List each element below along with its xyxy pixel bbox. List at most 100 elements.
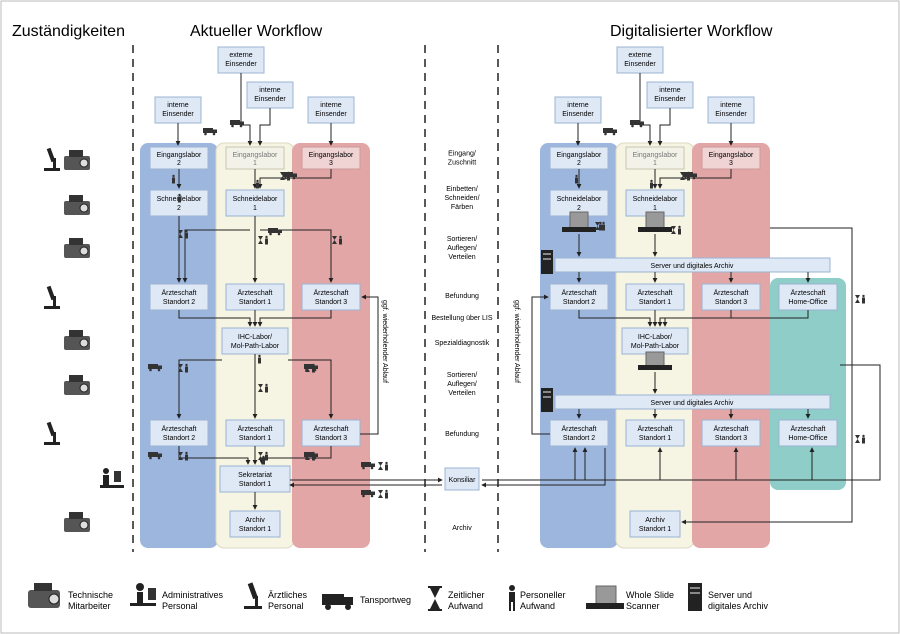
box-left-eingangslabor3: Eingangslabor 3 <box>301 146 361 170</box>
box-right-arzt-s3-b: Ärzteschaft Standort 3 <box>701 419 761 447</box>
person-icon <box>862 294 865 304</box>
svg-text:Home-Office: Home-Office <box>788 299 827 306</box>
svg-text:Whole Slide: Whole Slide <box>626 590 674 600</box>
box-left-schneidelabor2: Schneidelabor 2 <box>149 189 209 217</box>
svg-text:externe: externe <box>229 52 252 59</box>
middle-step-line: Auflegen/ <box>447 381 477 388</box>
box-right-internal-1: interne Einsender <box>646 81 694 109</box>
svg-text:Einsender: Einsender <box>624 61 656 68</box>
svg-text:Schneidelabor: Schneidelabor <box>557 196 602 203</box>
box-right-external: externe Einsender <box>616 46 664 74</box>
svg-text:Ärzteschaft: Ärzteschaft <box>237 289 272 297</box>
svg-text:Standort 2: Standort 2 <box>563 299 595 306</box>
hourglass-icon <box>855 435 860 443</box>
middle-step-line: Schneiden/ <box>444 195 479 202</box>
server-icon <box>688 583 702 611</box>
svg-text:Eingangslabor: Eingangslabor <box>233 152 278 159</box>
legend-doctor: Ärztliches Personal <box>244 582 308 611</box>
svg-text:Einsender: Einsender <box>162 111 194 118</box>
box-right-eingangslabor2: Eingangslabor 2 <box>549 146 609 170</box>
person-icon <box>178 193 181 203</box>
middle-step-line: Befundung <box>445 293 479 300</box>
svg-text:Ärzteschaft: Ärzteschaft <box>790 289 825 297</box>
middle-step-label: Sortieren/Auflegen/Verteilen <box>447 236 477 261</box>
legend-scanner: Whole Slide Scanner <box>586 585 674 611</box>
svg-text:Server und digitales Archiv: Server und digitales Archiv <box>651 263 734 270</box>
person-icon <box>339 235 342 245</box>
svg-text:Technische: Technische <box>68 590 113 600</box>
right-arrows <box>481 73 853 525</box>
svg-text:Eingangslabor: Eingangslabor <box>557 152 602 159</box>
heading-current-workflow: Aktueller Workflow <box>190 23 323 40</box>
hourglass-icon <box>178 452 183 460</box>
hourglass-icon <box>595 222 600 230</box>
microtome-icon <box>64 512 90 532</box>
svg-text:Standort 1: Standort 1 <box>239 481 271 488</box>
svg-text:1: 1 <box>653 160 657 167</box>
responsibility-icons <box>44 147 124 532</box>
svg-text:Ärzteschaft: Ärzteschaft <box>313 289 348 297</box>
middle-step-line: Verteilen <box>448 254 475 261</box>
svg-text:digitales Archiv: digitales Archiv <box>708 601 769 611</box>
box-left-arzt-s1-b: Ärzteschaft Standort 1 <box>225 419 285 447</box>
svg-text:Eingangslabor: Eingangslabor <box>309 152 354 159</box>
svg-text:Ärzteschaft: Ärzteschaft <box>561 289 596 297</box>
box-right-arzt-s3-a: Ärzteschaft Standort 3 <box>701 283 761 311</box>
svg-text:2: 2 <box>177 160 181 167</box>
svg-text:interne: interne <box>659 87 681 94</box>
middle-step-line: Einbetten/ <box>446 186 478 193</box>
svg-text:Aufwand: Aufwand <box>448 601 483 611</box>
svg-text:Home-Office: Home-Office <box>788 435 827 442</box>
person-icon <box>185 229 188 239</box>
svg-text:Ärzteschaft: Ärzteschaft <box>237 425 272 433</box>
truck-icon <box>304 364 318 372</box>
svg-text:Ärzteschaft: Ärzteschaft <box>637 425 672 433</box>
box-right-arzt-ho-a: Ärzteschaft Home-Office <box>778 283 838 311</box>
box-right-eingangslabor1: Eingangslabor 1 <box>625 146 685 170</box>
svg-text:Ärzteschaft: Ärzteschaft <box>161 425 196 433</box>
svg-text:2: 2 <box>177 205 181 212</box>
svg-text:1: 1 <box>653 205 657 212</box>
box-left-eingangslabor2: Eingangslabor 2 <box>149 146 209 170</box>
box-right-arzt-s2-a: Ärzteschaft Standort 2 <box>549 283 609 311</box>
box-left-external: externe Einsender <box>217 46 265 74</box>
svg-text:Archiv: Archiv <box>645 517 665 524</box>
box-left-internal-1: interne Einsender <box>246 81 294 109</box>
hourglass-icon <box>178 364 183 372</box>
person-icon <box>509 585 515 611</box>
hourglass-icon <box>178 230 183 238</box>
desk-worker-icon <box>130 583 156 606</box>
middle-steps: Eingang/ZuschnittEinbetten/Schneiden/Fär… <box>431 151 492 533</box>
legend-time: Zeitlicher Aufwand <box>428 586 485 611</box>
middle-step-label: Archiv <box>452 525 472 532</box>
lane-left-standort2 <box>140 143 218 548</box>
right-loop-label: ggf. wiederholender Ablauf <box>513 300 520 383</box>
middle-step-label: Bestellung über LIS <box>431 315 492 322</box>
svg-text:Standort 1: Standort 1 <box>239 299 271 306</box>
truck-icon <box>268 228 282 236</box>
hourglass-icon <box>378 490 383 498</box>
svg-text:Personeller: Personeller <box>520 590 566 600</box>
person-icon <box>265 451 268 461</box>
svg-text:Mol-Path-Labor: Mol-Path-Labor <box>231 343 280 350</box>
svg-text:Standort 2: Standort 2 <box>563 435 595 442</box>
box-left-arzt-s3-b: Ärzteschaft Standort 3 <box>301 419 361 447</box>
scanner-icon <box>638 351 672 370</box>
truck-icon <box>148 364 162 372</box>
box-right-arzt-ho-b: Ärzteschaft Home-Office <box>778 419 838 447</box>
legend: Technische Mitarbeiter Administratives P… <box>28 582 769 611</box>
box-left-ihc: IHC-Labor/ Mol-Path-Labor <box>221 327 289 355</box>
svg-text:IHC-Labor/: IHC-Labor/ <box>238 334 272 341</box>
svg-text:IHC-Labor/: IHC-Labor/ <box>638 334 672 341</box>
svg-text:1: 1 <box>253 160 257 167</box>
middle-step-line: Spezialdiagnostik <box>435 340 490 347</box>
person-icon <box>265 383 268 393</box>
svg-text:Server und digitales Archiv: Server und digitales Archiv <box>651 400 734 407</box>
svg-text:interne: interne <box>720 102 742 109</box>
svg-text:Archiv: Archiv <box>245 517 265 524</box>
truck-icon <box>603 128 617 136</box>
svg-text:interne: interne <box>320 102 342 109</box>
svg-text:Konsiliar: Konsiliar <box>449 477 477 484</box>
middle-step-label: Einbetten/Schneiden/Färben <box>444 186 479 211</box>
